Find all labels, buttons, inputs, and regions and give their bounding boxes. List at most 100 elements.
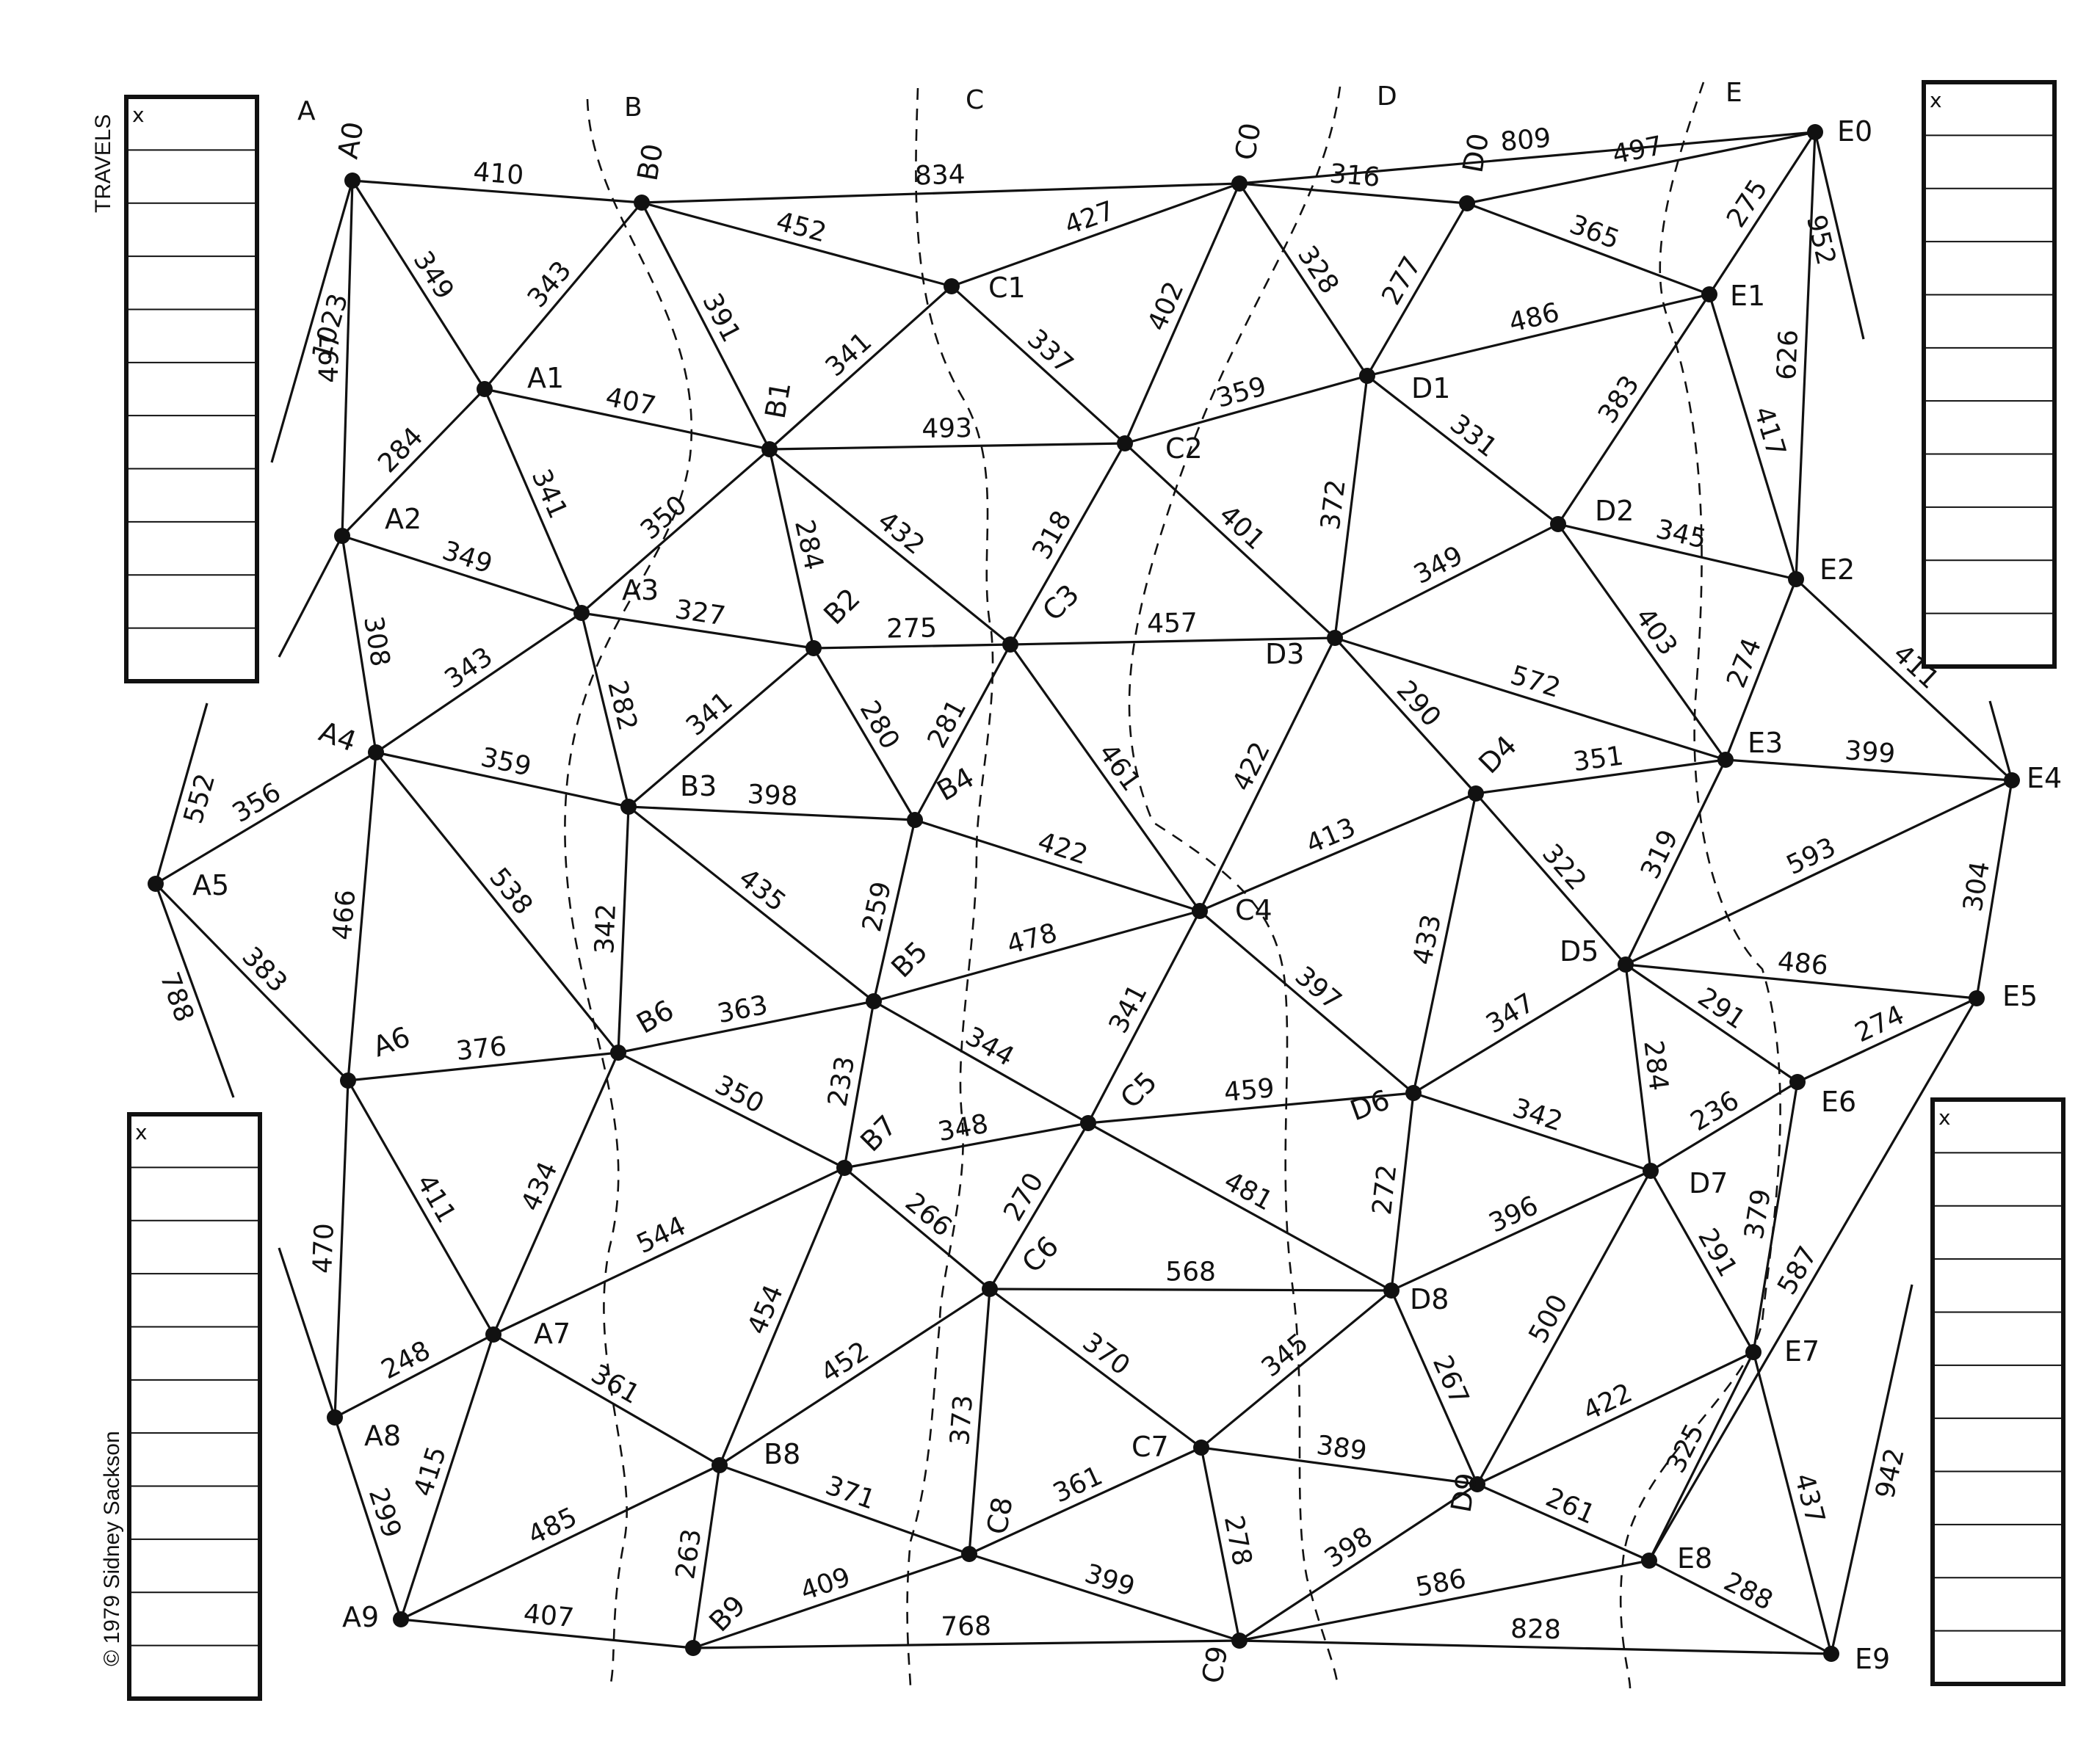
route-b2-b3	[627, 647, 815, 808]
city-e8[interactable]	[1641, 1553, 1657, 1569]
city-a7[interactable]	[485, 1326, 502, 1343]
distance-c0-e0: 809	[1499, 123, 1552, 158]
city-a3[interactable]	[573, 605, 590, 621]
card-frame	[1922, 80, 2057, 669]
city-e0[interactable]	[1807, 124, 1823, 140]
route-a6-a8	[333, 1080, 350, 1418]
route-b6-a7	[492, 1052, 620, 1335]
distance-e5-e6: 274	[1850, 1000, 1909, 1048]
route-d8-d9	[1390, 1290, 1479, 1485]
city-a8[interactable]	[327, 1409, 343, 1426]
zone-label-b: B	[624, 92, 642, 123]
zone-boundary-de	[1619, 81, 1781, 1689]
route-c6-c8	[968, 1288, 991, 1555]
city-d3[interactable]	[1327, 630, 1343, 646]
city-b3[interactable]	[620, 799, 637, 815]
city-b2[interactable]	[805, 640, 822, 656]
city-a4[interactable]	[368, 744, 384, 760]
distance-c5-d6: 459	[1223, 1073, 1275, 1108]
city-c8[interactable]	[961, 1546, 977, 1562]
route-b0-b1	[640, 202, 771, 450]
city-b5[interactable]	[866, 993, 882, 1009]
city-c3[interactable]	[1002, 636, 1018, 653]
distance-b3-b5: 435	[733, 863, 791, 918]
route-c4-d6	[1198, 910, 1415, 1094]
city-e7[interactable]	[1745, 1344, 1762, 1360]
distance-b1-c2: 493	[922, 413, 972, 444]
route-a7-a8	[334, 1333, 494, 1419]
route-a6-b6	[347, 1051, 619, 1082]
route-b5-b6	[618, 1000, 875, 1054]
distance-a0-a2: 497	[314, 332, 346, 383]
city-e9[interactable]	[1823, 1646, 1839, 1662]
city-b0[interactable]	[634, 195, 650, 211]
city-b7[interactable]	[836, 1160, 852, 1176]
route-c6-c7	[989, 1288, 1202, 1449]
city-e2[interactable]	[1788, 571, 1804, 587]
city-b6[interactable]	[610, 1045, 626, 1061]
city-a0[interactable]	[344, 173, 361, 189]
city-b9[interactable]	[685, 1640, 701, 1656]
route-b6-b7	[618, 1051, 845, 1169]
route-b7-b8	[718, 1167, 846, 1466]
distance-e0-e2: 626	[1772, 329, 1804, 380]
city-e3[interactable]	[1717, 752, 1734, 768]
city-a5[interactable]	[148, 876, 164, 892]
city-label-e2: E2	[1820, 553, 1855, 586]
distance-b2-b4: 280	[854, 696, 905, 755]
city-label-d0: D0	[1457, 131, 1496, 175]
route-e8-e9	[1648, 1559, 1832, 1655]
city-d0[interactable]	[1459, 195, 1475, 211]
city-c9[interactable]	[1231, 1633, 1248, 1649]
city-c4[interactable]	[1192, 903, 1208, 919]
city-e4[interactable]	[2004, 772, 2020, 788]
city-d2[interactable]	[1550, 516, 1566, 532]
city-label-e8: E8	[1677, 1542, 1712, 1575]
city-b4[interactable]	[907, 812, 923, 828]
city-c2[interactable]	[1117, 435, 1133, 451]
distance-d3-d4: 290	[1391, 675, 1447, 733]
distance-b8-b9: 263	[670, 1527, 707, 1581]
city-d9[interactable]	[1469, 1476, 1485, 1492]
city-c6[interactable]	[982, 1281, 998, 1297]
city-label-d4: D4	[1472, 729, 1523, 780]
distance-d8-c7: 345	[1256, 1328, 1314, 1383]
distance-d5-d6: 347	[1481, 988, 1540, 1040]
route-d1-e1	[1366, 293, 1710, 377]
zone-boundary-cd	[1128, 86, 1342, 1689]
distance-e6-e7: 379	[1739, 1187, 1778, 1241]
city-d6[interactable]	[1405, 1085, 1422, 1101]
exit-route-a8	[278, 1247, 336, 1418]
city-label-d3: D3	[1265, 638, 1304, 670]
city-e6[interactable]	[1789, 1074, 1806, 1090]
distance-e1-e2: 417	[1748, 403, 1791, 460]
city-b8[interactable]	[712, 1457, 728, 1473]
city-label-d2: D2	[1595, 495, 1634, 527]
distance-d3-c4: 422	[1227, 737, 1276, 796]
city-a9[interactable]	[393, 1611, 409, 1627]
distance-c9-e9: 828	[1510, 1614, 1562, 1646]
city-c1[interactable]	[944, 278, 960, 294]
distance-d5-e5: 486	[1776, 946, 1829, 981]
city-d1[interactable]	[1359, 368, 1375, 384]
distance-c6-b8: 452	[816, 1336, 875, 1389]
distance-c0-c2: 402	[1142, 277, 1190, 335]
route-b7-a7	[493, 1166, 845, 1336]
city-c7[interactable]	[1193, 1439, 1209, 1456]
city-c5[interactable]	[1080, 1115, 1096, 1131]
city-b1[interactable]	[761, 441, 778, 457]
city-d5[interactable]	[1618, 956, 1634, 973]
route-b2-c3	[813, 643, 1011, 650]
city-label-b5: B5	[885, 935, 934, 984]
city-d4[interactable]	[1468, 785, 1484, 802]
city-a1[interactable]	[477, 381, 493, 397]
city-d8[interactable]	[1383, 1282, 1400, 1299]
city-e5[interactable]	[1969, 990, 1985, 1006]
route-b1-a3	[580, 448, 771, 614]
city-c0[interactable]	[1231, 175, 1248, 192]
city-label-e4: E4	[2027, 762, 2062, 794]
city-a2[interactable]	[334, 528, 350, 544]
city-d7[interactable]	[1643, 1163, 1659, 1179]
city-e1[interactable]	[1701, 286, 1717, 302]
city-a6[interactable]	[340, 1072, 356, 1089]
